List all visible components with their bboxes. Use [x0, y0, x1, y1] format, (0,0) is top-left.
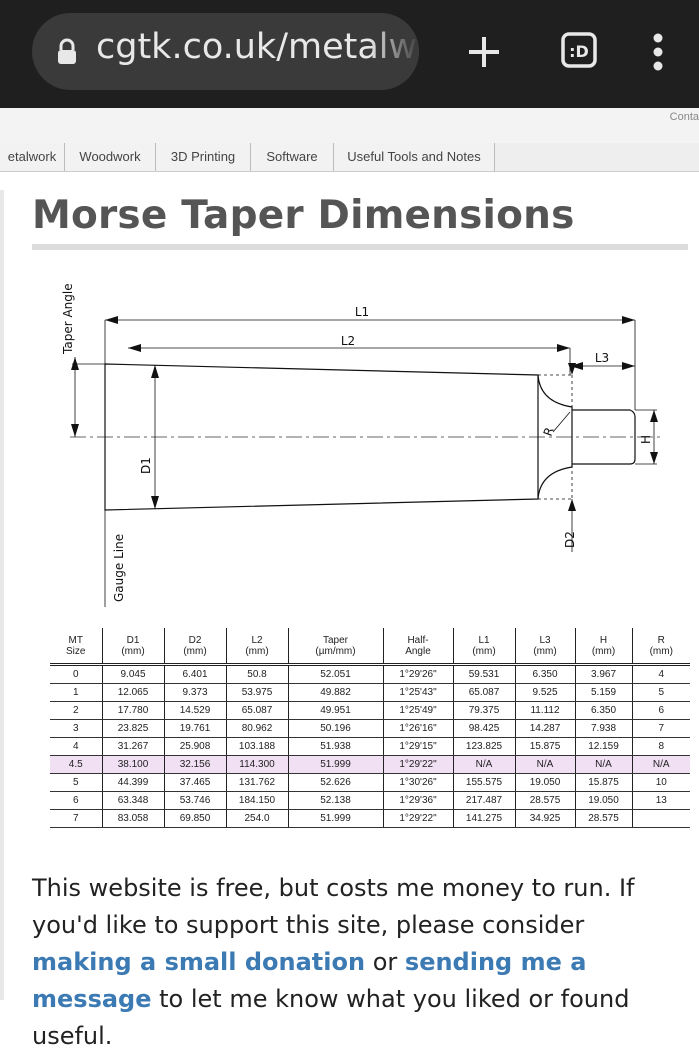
page-title: Morse Taper Dimensions	[32, 193, 575, 238]
r-label: R	[541, 425, 557, 438]
h-label: H	[639, 435, 653, 444]
col-l3: L3(mm)	[514, 628, 575, 665]
nav-software[interactable]: Software	[251, 143, 334, 171]
col-half-angle: Half-Angle	[382, 628, 453, 665]
donation-link[interactable]: making a small donation	[32, 948, 366, 976]
gauge-line-label: Gauge Line	[112, 534, 126, 602]
nav-useful-tools[interactable]: Useful Tools and Notes	[334, 143, 495, 171]
col-taper: Taper(µm/mm)	[287, 628, 383, 665]
tab-switcher-icon[interactable]: :D	[555, 28, 603, 76]
col-l2: L2(mm)	[225, 628, 288, 665]
title-underline	[32, 244, 688, 250]
address-bar[interactable]: cgtk.co.uk/metalwork/reference/morse	[32, 13, 419, 90]
browser-toolbar: cgtk.co.uk/metalwork/reference/morse :D	[0, 0, 699, 105]
nav-woodwork[interactable]: Woodwork	[65, 143, 156, 171]
svg-text::D: :D	[569, 42, 589, 61]
col-l1: L1(mm)	[452, 628, 515, 665]
l3-label: L3	[595, 351, 609, 365]
support-paragraph: This website is free, but costs me money…	[32, 874, 635, 1050]
morse-taper-diagram: Taper Angle Gauge Line L1 L2 L3 D1 D2 R …	[61, 283, 660, 607]
d2-label: D2	[563, 531, 577, 548]
nav-3d-printing[interactable]: 3D Printing	[156, 143, 251, 171]
site-nav: etalwork Woodwork 3D Printing Software U…	[0, 143, 699, 172]
col-h: H(mm)	[574, 628, 632, 665]
overflow-menu-icon[interactable]	[634, 28, 682, 76]
col-d2: D2(mm)	[163, 628, 226, 665]
col-d1: D1(mm)	[101, 628, 164, 665]
new-tab-plus-icon[interactable]	[460, 28, 508, 76]
lock-icon	[58, 38, 76, 64]
contact-link[interactable]: Conta	[669, 111, 699, 123]
url-text: cgtk.co.uk/metalwork/reference/morse	[96, 27, 419, 67]
l2-label: L2	[341, 334, 355, 348]
col-r: R(mm)	[631, 628, 690, 665]
taper-angle-label: Taper Angle	[61, 283, 75, 355]
d1-label: D1	[139, 457, 153, 474]
l1-label: L1	[355, 305, 369, 319]
site-topbar: Conta	[0, 108, 699, 144]
nav-metalwork[interactable]: etalwork	[0, 143, 65, 171]
